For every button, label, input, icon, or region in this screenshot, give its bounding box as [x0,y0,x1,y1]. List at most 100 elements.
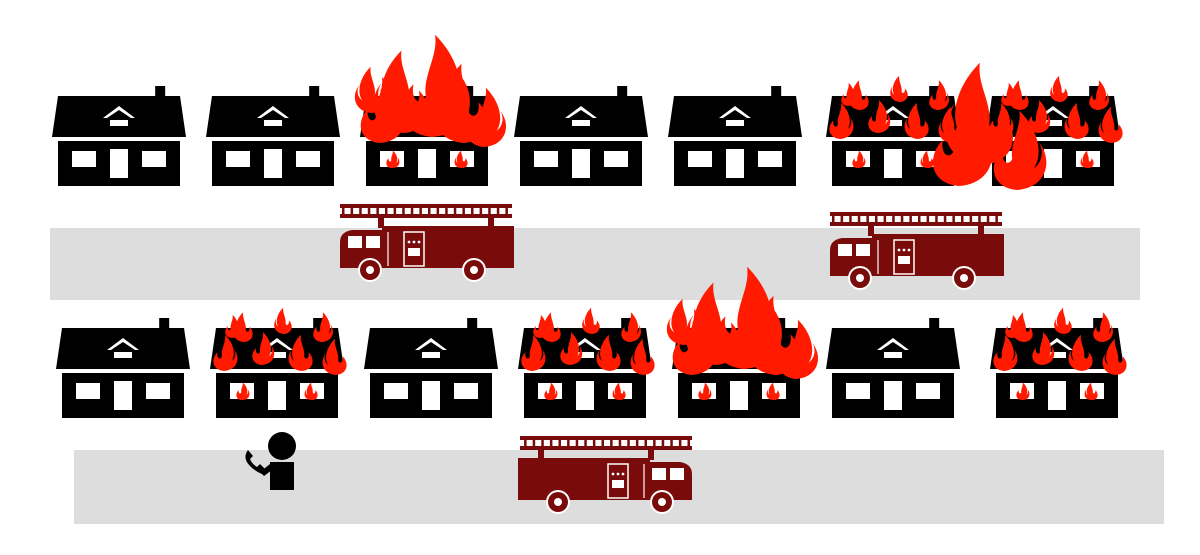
chimney [929,86,940,102]
door [422,381,440,410]
fire-icon [313,312,334,342]
chimney [159,318,170,334]
person-body [270,462,294,490]
ladder-rung [359,206,362,216]
house-r2-3 [364,318,498,418]
wheel-hub [856,274,864,282]
door [576,381,594,410]
wheel-hub [554,498,562,506]
ladder-rung [462,206,465,216]
ladder-rung [488,206,491,216]
ladder-rail [830,212,1002,216]
fire-truck-2-1 [518,436,692,514]
window-left [226,151,250,167]
fire-icon [1050,75,1068,102]
wheel-hub [960,274,968,282]
house-r1-1 [52,86,186,186]
ladder-rung [385,206,388,216]
roof-vent-icon [415,338,447,350]
truck-body [340,226,514,268]
door [110,149,128,178]
roof-vent-slot [1048,352,1066,358]
roof [668,96,802,137]
ladder-rung [584,438,587,448]
fire-truck-1-2 [830,212,1004,290]
ladder-rung [575,438,579,448]
ladder-post [488,218,494,228]
roof-vent-icon [107,338,139,350]
cab-window [856,244,870,256]
panel-dot [907,248,911,252]
fire-icon [841,82,857,106]
window-left [384,383,408,399]
ladder-rung [532,438,536,448]
ladder-rung [978,214,981,224]
ladder-rung [592,438,596,448]
ladder-rung [995,214,998,224]
fire-icon [1054,307,1072,334]
house-r1-2 [206,86,340,186]
spreading-fire [932,62,1047,190]
house-r1-4 [514,86,648,186]
ladder-rung [909,214,912,224]
ladder-rung [892,214,895,224]
ladder-rung [644,438,647,448]
ladder-rung [445,206,448,216]
ladder-rung [524,438,527,448]
ladder-rung [969,214,973,224]
ladder-rail [340,204,512,208]
people [245,432,296,490]
ladder-rung [549,438,553,448]
chimney [309,86,320,102]
ladder-rung [410,206,414,216]
door [726,149,744,178]
fire-icon [1093,312,1114,342]
panel-dot [902,248,906,252]
ladder-rung [428,206,431,216]
ladder-rung [453,206,457,216]
ladder-post [648,450,654,460]
chimney [467,318,478,334]
chimney [1089,86,1100,102]
roof [52,96,186,137]
ladder-rung [866,214,869,224]
ladder-rung [986,214,990,224]
equipment-panel [893,239,915,275]
ladder-rung [678,438,682,448]
chimney [617,86,628,102]
ladder-rail [830,222,1002,226]
door [1044,149,1062,178]
wheel-hub [658,498,666,506]
roof-vent-slot [576,352,594,358]
fire-icon [890,75,908,102]
ladder-rung [849,214,852,224]
ladder-post [868,226,874,236]
panel-dot [412,240,416,244]
ladder-rung [661,438,665,448]
ladder-rung [367,206,371,216]
window-right [146,383,170,399]
roof-vent-icon [257,106,289,118]
roof-vent-icon [103,106,135,118]
window-right [758,151,782,167]
roof-vent-slot [884,352,902,358]
ladder-post [538,450,544,460]
roof [826,328,960,369]
ladder-rung [653,438,656,448]
ladder-rung [610,438,613,448]
door [264,149,282,178]
roof-vent-slot [422,352,440,358]
fire-icon [945,62,1013,165]
phone-icon [245,450,266,474]
ladder-rung [541,438,544,448]
door [268,381,286,410]
ladder-rung [670,438,673,448]
fire-trucks [340,204,1004,514]
roof-vent-slot [268,352,286,358]
door [418,149,436,178]
panel-dot [616,472,620,476]
fire-icon [225,314,241,338]
chimney [313,318,324,334]
roof [364,328,498,369]
